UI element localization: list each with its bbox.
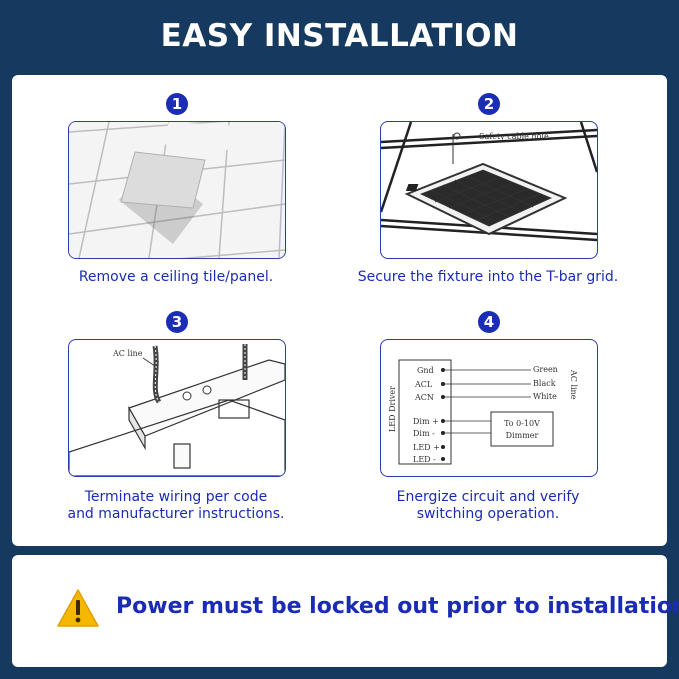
driver-label: LED Driver	[388, 386, 397, 432]
wire-white: White	[533, 392, 557, 401]
terminal-led-minus: LED -	[413, 455, 436, 464]
warning-icon	[57, 589, 99, 627]
steps-panel: 1 Remove a ceiling tile/panel. 2	[12, 75, 667, 546]
step-2-illustration: Safety cable hole	[380, 121, 598, 259]
step-2-caption-line: Secure the fixture into the T-bar grid.	[357, 269, 619, 285]
terminal-acl: ACL	[414, 380, 433, 389]
step-2-badge: 2	[478, 93, 500, 115]
terminal-led-plus: LED +	[413, 443, 440, 452]
step-3-label: AC line	[112, 349, 143, 358]
step-3-badge: 3	[166, 311, 188, 333]
terminal-acn: ACN	[414, 393, 434, 402]
ac-line-label: AC line	[569, 369, 578, 400]
step-3-illustration: AC line	[68, 339, 286, 477]
warning-banner: Power must be locked out prior to instal…	[12, 555, 679, 667]
terminal-dim-minus: Dim -	[413, 429, 435, 438]
step-4-caption-line-1: Energize circuit and verify	[396, 489, 580, 505]
wire-black: Black	[533, 379, 556, 388]
step-3-caption-line-1: Terminate wiring per code	[84, 489, 268, 505]
step-3-caption: Terminate wiring per code and manufactur…	[48, 489, 304, 523]
step-2-caption: Secure the fixture into the T-bar grid.	[350, 269, 626, 286]
step-4-caption: Energize circuit and verify switching op…	[360, 489, 616, 523]
ceiling-grid-icon	[69, 122, 285, 258]
warning-text: Power must be locked out prior to instal…	[116, 594, 679, 619]
terminal-dim-plus: Dim +	[413, 417, 439, 426]
step-4-caption-line-2: switching operation.	[416, 506, 560, 522]
dimmer-line-1: To 0-10V	[504, 419, 540, 428]
step-1-illustration	[68, 121, 286, 259]
dimmer-line-2: Dimmer	[506, 431, 539, 440]
wiring-diagram-icon: LED Driver AC line Gnd ACL ACN Dim + Dim…	[388, 359, 578, 465]
step-1-caption-line: Remove a ceiling tile/panel.	[78, 269, 274, 285]
page-title: EASY INSTALLATION	[160, 18, 519, 54]
step-1-badge: 1	[166, 93, 188, 115]
step-4-illustration: LED Driver AC line Gnd ACL ACN Dim + Dim…	[380, 339, 598, 477]
t-bar-grid-icon: Safety cable hole	[381, 122, 597, 242]
wire-green: Green	[533, 365, 558, 374]
wiring-icon: AC line	[69, 344, 285, 476]
terminal-gnd: Gnd	[417, 366, 434, 375]
step-3-caption-line-2: and manufacturer instructions.	[67, 506, 285, 522]
step-4-badge: 4	[478, 311, 500, 333]
step-2-label: Safety cable hole	[479, 132, 549, 141]
step-1-caption: Remove a ceiling tile/panel.	[58, 269, 294, 286]
